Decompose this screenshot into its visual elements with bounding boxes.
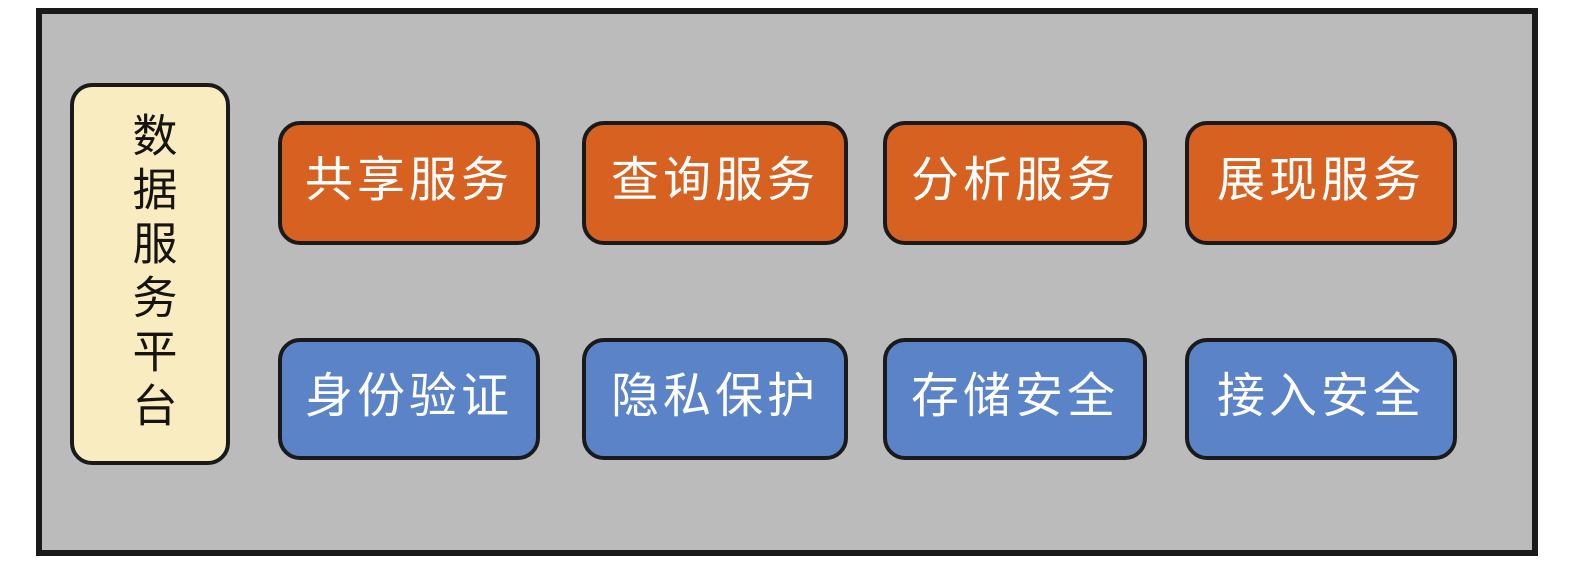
platform-box: 数据服务平台 — [70, 83, 230, 465]
platform-label: 数据服务平台 — [125, 112, 176, 436]
service-label-query: 查询服务 — [610, 154, 819, 207]
service-label-analysis: 分析服务 — [910, 154, 1119, 207]
security-box-access: 接入安全 — [1185, 338, 1457, 460]
service-box-query: 查询服务 — [582, 121, 848, 245]
security-label-privacy: 隐私保护 — [610, 370, 819, 423]
service-box-analysis: 分析服务 — [883, 121, 1147, 245]
security-box-identity: 身份验证 — [278, 338, 540, 460]
security-label-identity: 身份验证 — [304, 370, 513, 423]
service-box-presentation: 展现服务 — [1185, 121, 1457, 245]
service-box-sharing: 共享服务 — [278, 121, 540, 245]
security-box-storage: 存储安全 — [883, 338, 1147, 460]
service-label-presentation: 展现服务 — [1216, 154, 1425, 207]
diagram-panel — [36, 8, 1538, 556]
service-label-sharing: 共享服务 — [304, 154, 513, 207]
security-label-storage: 存储安全 — [910, 370, 1119, 423]
security-label-access: 接入安全 — [1216, 370, 1425, 423]
security-box-privacy: 隐私保护 — [582, 338, 848, 460]
